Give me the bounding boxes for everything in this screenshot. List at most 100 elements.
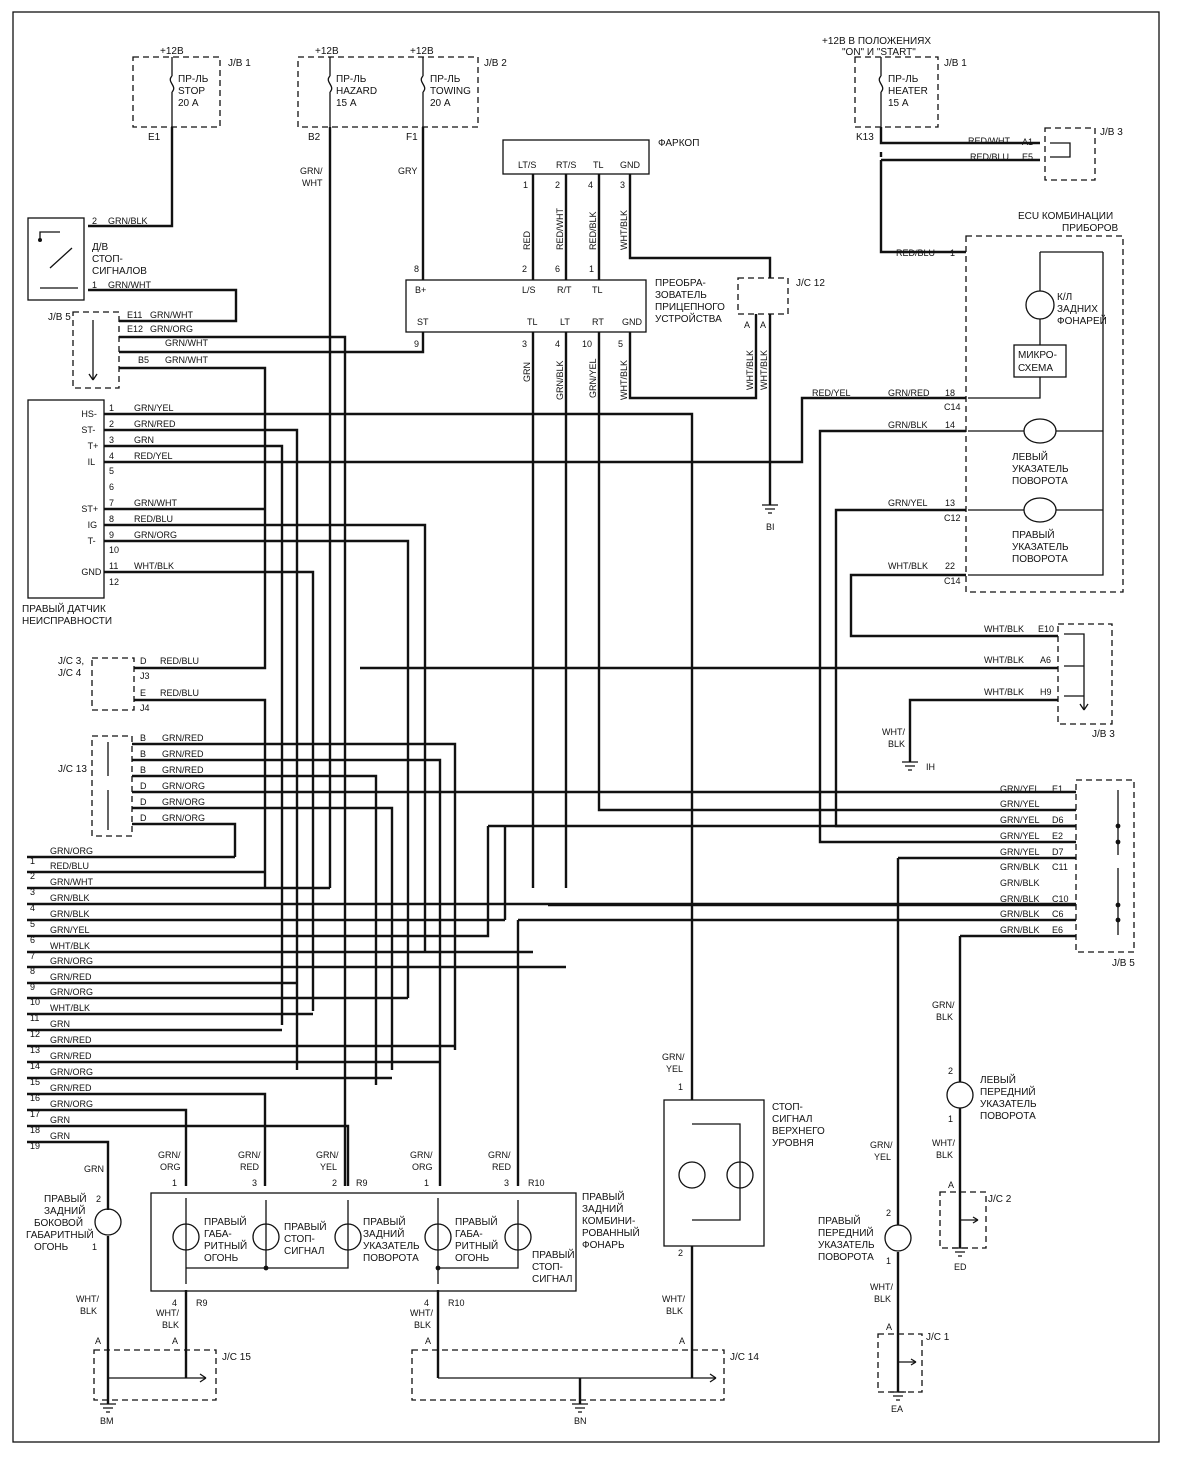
jb5-pin-label: E2 [1052, 831, 1063, 841]
svg-text:E11: E11 [127, 310, 142, 320]
svg-text:BI: BI [766, 522, 775, 532]
svg-text:RED/BLK: RED/BLK [588, 211, 598, 250]
left-list-number: 13 [30, 1045, 40, 1055]
left-list-wire-label: GRN/BLK [50, 893, 90, 903]
jb5-left-block: J/B 5 E11 GRN/WHT E12 GRN/ORG GRN/WHT B5… [48, 310, 208, 389]
svg-text:ПРИБОРОВ: ПРИБОРОВ [1062, 223, 1119, 234]
sensor-pin-number: 9 [109, 530, 114, 540]
sensor-pin-number: 1 [109, 403, 114, 413]
svg-text:WHT/: WHT/ [410, 1308, 433, 1318]
svg-text:2: 2 [522, 264, 527, 274]
svg-text:1: 1 [886, 1256, 891, 1266]
svg-text:TL: TL [527, 317, 538, 327]
svg-text:A: A [95, 1336, 101, 1346]
left-list-wire-label: GRN/RED [50, 1051, 92, 1061]
svg-text:WHT/BLK: WHT/BLK [759, 350, 769, 390]
left-list-number: 16 [30, 1093, 40, 1103]
jb5-pin-label: C10 [1052, 894, 1069, 904]
svg-text:J/B 3: J/B 3 [1100, 127, 1123, 138]
jb5-wire-label: GRN/YEL [1000, 831, 1040, 841]
svg-text:J/B 5: J/B 5 [1112, 958, 1135, 969]
svg-text:СХЕМА: СХЕМА [1018, 363, 1053, 374]
svg-text:8: 8 [414, 264, 419, 274]
left-list-wire-label: GRN/ORG [50, 956, 93, 966]
svg-text:GRN/: GRN/ [488, 1150, 511, 1160]
left-list-number: 1 [30, 856, 35, 866]
svg-text:K13: K13 [856, 132, 874, 143]
svg-text:ПР-ЛЬ: ПР-ЛЬ [430, 74, 461, 85]
jc14-block: J/C 14 A A BN [411, 1336, 759, 1426]
svg-text:BLK: BLK [888, 739, 905, 749]
svg-text:J/B 3: J/B 3 [1092, 729, 1115, 740]
fuse-box-jb2: +12В +12В J/B 2 ПР-ЛЬ HAZARD 15 А ПР-ЛЬ … [297, 46, 507, 143]
svg-text:9: 9 [414, 339, 419, 349]
svg-text:ФОНАРЕЙ: ФОНАРЕЙ [1057, 314, 1107, 327]
svg-text:LT/S: LT/S [518, 160, 536, 170]
left-list-number: 2 [30, 871, 35, 881]
svg-text:ПР-ЛЬ: ПР-ЛЬ [888, 74, 919, 85]
svg-text:J/B 1: J/B 1 [228, 58, 251, 69]
svg-text:J4: J4 [140, 703, 150, 713]
svg-text:УРОВНЯ: УРОВНЯ [772, 1138, 814, 1149]
jc15-block: J/C 15 A A BM [93, 1336, 251, 1426]
left-list-wire-label: GRN/RED [50, 1035, 92, 1045]
jc13-wire-label: GRN/ORG [162, 813, 205, 823]
svg-text:GRN/WHT: GRN/WHT [165, 338, 208, 348]
svg-text:WHT/: WHT/ [932, 1138, 955, 1148]
instrument-ecu: ECU КОМБИНАЦИИ ПРИБОРОВ К/Л ЗАДНИХ ФОНАР… [812, 211, 1124, 593]
svg-text:GRN/BLK: GRN/BLK [555, 360, 565, 400]
svg-text:1: 1 [92, 1242, 97, 1252]
sensor-pin-number: 2 [109, 419, 114, 429]
jc13-pin-label: B [140, 765, 146, 775]
svg-text:10: 10 [582, 339, 592, 349]
jb5-wire-label: GRN/BLK [1000, 862, 1040, 872]
svg-text:ВЕРХНЕГО: ВЕРХНЕГО [772, 1126, 825, 1137]
jb5-pin-label: E1 [1052, 784, 1063, 794]
svg-text:B5: B5 [138, 355, 149, 365]
svg-text:WHT/: WHT/ [662, 1294, 685, 1304]
fuse-box-jb1-stop: +12В J/B 1 ПР-ЛЬ STOP 20 А E1 [132, 46, 251, 143]
svg-text:ЗАДНИЙ: ЗАДНИЙ [582, 1202, 623, 1215]
svg-text:2: 2 [96, 1194, 101, 1204]
svg-text:+12В: +12В [315, 46, 339, 57]
wire-harness [27, 127, 1076, 1404]
jb5-wire-label: GRN/BLK [1000, 925, 1040, 935]
left-list-wire-label: GRN/RED [50, 972, 92, 982]
svg-text:GRN/WHT: GRN/WHT [150, 310, 193, 320]
svg-text:L/S: L/S [522, 285, 536, 295]
svg-text:J/C 1: J/C 1 [926, 1332, 950, 1343]
sensor-pin-number: 10 [109, 545, 119, 555]
svg-text:BLK: BLK [936, 1012, 953, 1022]
jc2-block: J/C 2 A ED [939, 1180, 1012, 1272]
sensor-terminal-label: ST- [81, 425, 95, 435]
svg-text:УКАЗАТЕЛЬ: УКАЗАТЕЛЬ [1012, 464, 1069, 475]
svg-text:STOP: STOP [178, 86, 205, 97]
left-list-number: 8 [30, 966, 35, 976]
svg-text:BN: BN [574, 1416, 587, 1426]
svg-text:TOWING: TOWING [430, 86, 471, 97]
svg-text:J/C 13: J/C 13 [58, 764, 87, 775]
jb5-wire-label: GRN/BLK [1000, 894, 1040, 904]
svg-text:ECU КОМБИНАЦИИ: ECU КОМБИНАЦИИ [1018, 211, 1113, 222]
svg-text:GRN/: GRN/ [870, 1140, 893, 1150]
svg-text:5: 5 [618, 339, 623, 349]
svg-text:GRN/ORG: GRN/ORG [150, 324, 193, 334]
svg-text:RED: RED [492, 1162, 512, 1172]
svg-text:GRY: GRY [398, 166, 417, 176]
svg-text:ПОВОРОТА: ПОВОРОТА [818, 1252, 874, 1263]
svg-text:УСТРОЙСТВА: УСТРОЙСТВА [655, 312, 722, 325]
svg-text:A: A [679, 1336, 685, 1346]
jb5-pin-label: D6 [1052, 815, 1064, 825]
svg-text:A: A [760, 320, 766, 330]
jb5-wire-label: GRN/BLK [1000, 909, 1040, 919]
left-list-wire-label: RED/BLU [50, 861, 89, 871]
sensor-wire-label: RED/BLU [134, 514, 173, 524]
svg-text:R9: R9 [356, 1178, 368, 1188]
jc13-pin-label: D [140, 813, 147, 823]
svg-text:GRN/: GRN/ [932, 1000, 955, 1010]
svg-text:J/B 1: J/B 1 [944, 58, 967, 69]
sensor-pin-number: 5 [109, 466, 114, 476]
svg-text:РИТНЫЙ: РИТНЫЙ [204, 1239, 247, 1252]
sensor-terminal-label: T+ [88, 441, 99, 451]
svg-text:HEATER: HEATER [888, 86, 928, 97]
